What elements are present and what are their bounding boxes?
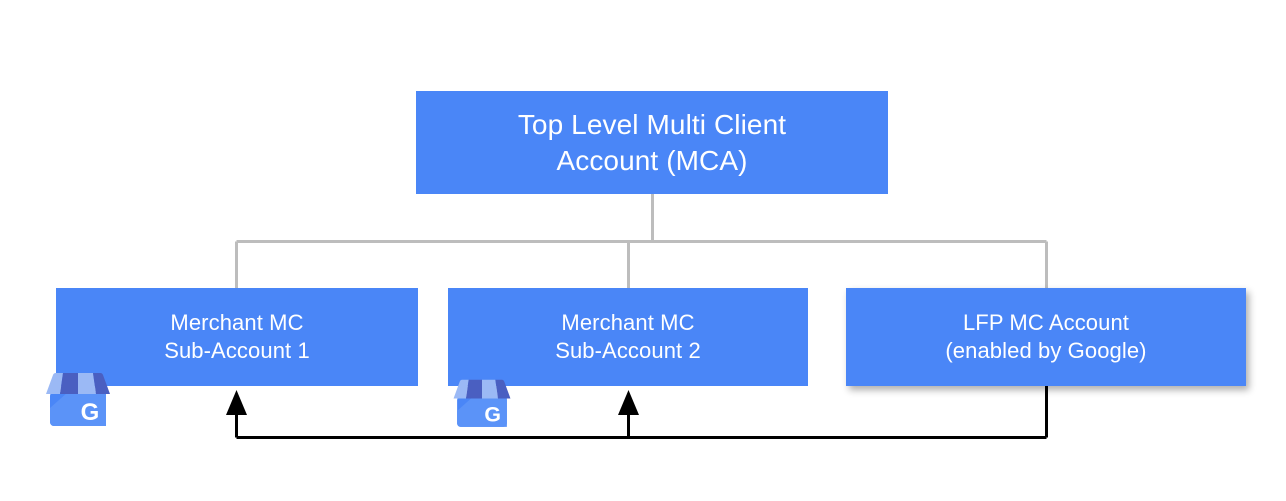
feedback-arrowhead-sub2 xyxy=(618,390,639,415)
node-top-level-mca-label: Top Level Multi Client Account (MCA) xyxy=(517,109,787,176)
node-lfp-mc-account[interactable]: LFP MC Account (enabled by Google) xyxy=(846,288,1246,386)
google-my-business-storefront-icon: G xyxy=(46,372,110,426)
gmb-awning-panel-3 xyxy=(482,379,498,399)
node-merchant-sub-account-1[interactable]: Merchant MC Sub-Account 1 xyxy=(56,288,418,386)
google-my-business-storefront-icon: G xyxy=(453,379,511,427)
gmb-awning-panel-1 xyxy=(453,379,469,399)
node-merchant-sub-account-1-label: Merchant MC Sub-Account 1 xyxy=(164,310,310,363)
node-top-level-mca[interactable]: Top Level Multi Client Account (MCA) xyxy=(416,91,888,194)
feedback-arrow-group xyxy=(235,386,1048,439)
gmb-awning-panel-1 xyxy=(46,372,63,394)
tree-connector-group xyxy=(235,194,1048,289)
gmb-store-body-shade xyxy=(50,392,106,426)
node-lfp-mc-account-label: LFP MC Account (enabled by Google) xyxy=(945,310,1147,363)
gmb-store-body-shade xyxy=(457,396,507,427)
gmb-awning-panel-3 xyxy=(78,373,96,394)
gmb-awning-panel-2 xyxy=(60,373,78,394)
node-merchant-sub-account-2[interactable]: Merchant MC Sub-Account 2 xyxy=(448,288,808,386)
gmb-awning-panel-2 xyxy=(466,379,482,399)
gmb-letter-g: G xyxy=(484,403,501,427)
feedback-arrowhead-sub1 xyxy=(226,390,247,415)
node-merchant-sub-account-2-label: Merchant MC Sub-Account 2 xyxy=(555,310,701,363)
gmb-awning-panel-4 xyxy=(93,372,110,394)
gmb-awning-panel-4 xyxy=(495,379,511,399)
gmb-letter-g: G xyxy=(81,399,100,426)
